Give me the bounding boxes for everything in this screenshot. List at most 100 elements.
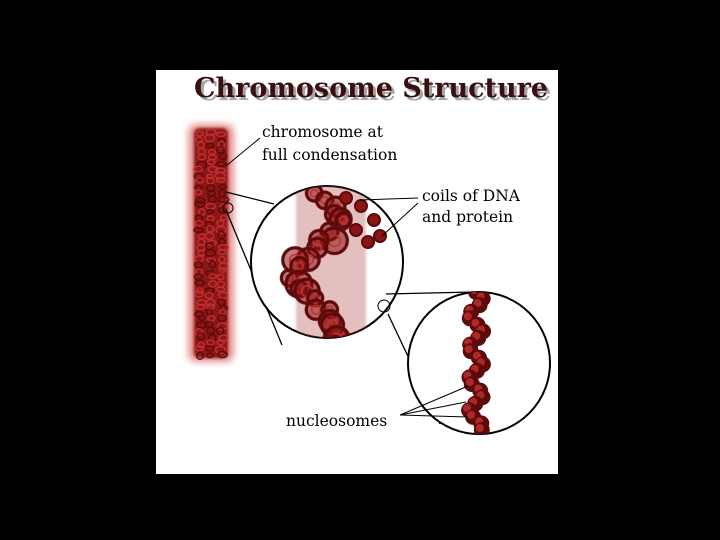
zoom-line-2-upper [385,291,475,295]
chromosome-loop [197,341,205,349]
chromosome-loop [217,230,226,240]
chromosome-loop [196,321,208,329]
chromosome-loop [217,350,228,359]
pointer-nucleosome-3 [399,414,469,418]
dna-coil-inner [331,341,338,348]
chromosome-loop [218,255,226,264]
chromosome-loop [204,345,215,352]
chromosome-loop [197,153,207,161]
page-title: Chromosome Structure [194,73,548,104]
chromosome-loop [194,200,206,208]
pointer-coils-1 [359,197,419,201]
label-coils-line1: coils of DNA [422,187,521,205]
nucleosome-highlight [464,345,473,354]
zoom-line-upper [225,191,275,205]
chromosome-loop [206,326,215,335]
chromosome-loop [216,131,227,138]
chromosome-loop [193,172,204,180]
dna-coil-inner [339,216,348,224]
pointer-nucleosome-1 [399,385,469,416]
dna-coil [334,211,352,229]
chromosome-loop [216,219,225,227]
chromosome-loop [204,133,216,143]
label-coils-line2: and protein [422,208,513,226]
chromosome-loop [208,273,218,280]
chromosome-loop [217,249,227,256]
chromosome-loop [198,314,206,321]
dna-coil [325,334,345,338]
page-title-shadow: Chromosome Structure [197,76,551,107]
chromosome-loop [215,326,225,335]
chromosome-loop [195,176,205,184]
pointer-coils-2 [381,202,419,237]
coils-magnified-view [250,185,404,359]
chromosome-loop [205,173,214,180]
nucleosome-beads [461,292,491,434]
chromosome-loop [194,219,204,227]
chromosome-loop [194,345,205,352]
nucleosome-highlight [471,318,480,327]
chromosome-loop [219,214,228,221]
chromosome-loop [208,260,217,269]
chromosome-loop [215,225,227,235]
chromosome-loop [218,262,229,271]
chromosome-loop [214,171,226,180]
dna-coil [315,341,331,357]
chromosome-loop [198,208,207,216]
chromosome-loop [216,273,225,281]
chromosome-loop [207,195,218,203]
zoom-source-circle [222,202,234,214]
chromosome-loop [206,158,216,166]
chromosome-loop [194,328,204,336]
chromosome-loop [206,352,214,359]
nucleosome-highlight [475,424,484,432]
condensed-chromosome [188,124,234,362]
chromosome-loop [206,176,215,185]
chromosome-loop [217,314,227,322]
chromosome-loop [218,184,227,190]
chromosome-loop [195,304,206,310]
chromosome-loop [215,146,225,154]
chromosome-loop [196,332,206,341]
chromosome-loop [208,280,217,288]
nucleosome-highlight [463,312,472,321]
dna-coil [354,199,368,213]
chromosome-loop [205,225,215,233]
nucleosome-highlight [470,292,478,294]
chromosome-loop [194,136,203,144]
chromosome-loop [204,291,214,299]
chromosome-loop [216,160,227,168]
chromosome-loops [193,128,230,361]
chromosome-loop [204,249,217,257]
chromosome-loop [207,314,216,322]
dna-coil [361,235,375,249]
chromosome-loop [218,267,228,273]
chromosome-loop [195,287,204,295]
chromosome-loop [193,227,204,233]
chromosome-loop [218,308,227,315]
chromosome-loop [217,140,226,150]
chromosome-loop [215,286,226,293]
chromosome-loop [205,208,215,215]
chromosome-loop [217,195,230,204]
chromosome-loop [217,291,229,300]
chromosome-loop [204,220,214,228]
nucleosomes-magnified-view [407,291,551,435]
chromosome-loop [208,148,217,155]
chromosome-loop [206,339,215,346]
chromosome-loop [217,137,226,145]
chromosome-loop [194,214,204,223]
coil-shade [313,339,333,359]
chromosome-loop [205,298,216,307]
pointer-nucleosome-2 [399,401,467,416]
dna-coil [349,223,363,237]
chromosome-loop [215,177,226,183]
dna-coil [367,213,381,227]
nucleosome-highlight [465,378,474,386]
chromosome-structure-figure: Chromosome Structure Chromosome Structur… [156,70,558,474]
chromosome-loop [206,184,216,193]
dna-coil-inner [319,345,326,352]
chromosome-loop [194,197,206,205]
dna-coil [339,191,353,205]
chromosome-loop [194,290,204,298]
